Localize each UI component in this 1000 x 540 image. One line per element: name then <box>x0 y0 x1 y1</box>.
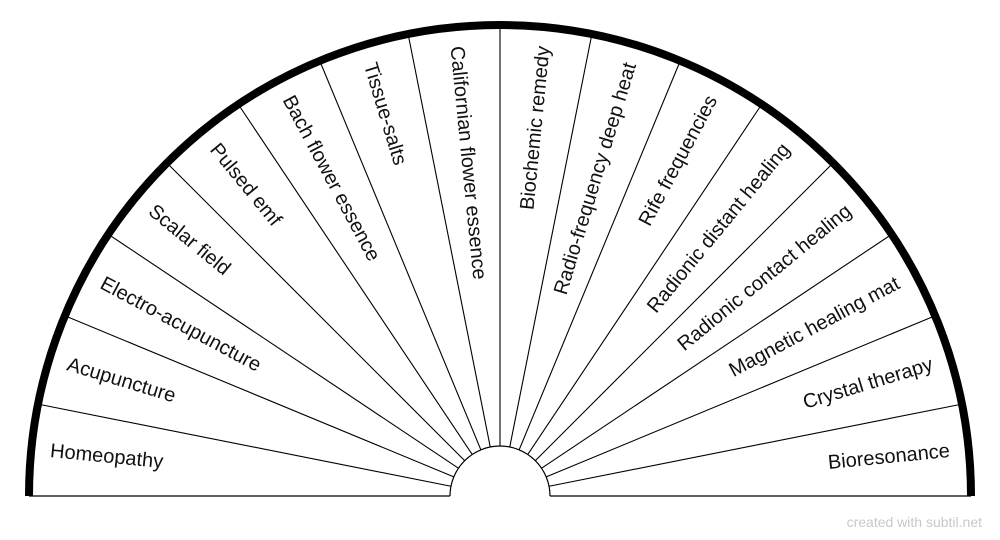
segment-divider <box>545 315 936 478</box>
segment-label: Rife frequencies <box>635 92 723 230</box>
segment-label: Scalar field <box>144 200 234 280</box>
segment-divider <box>108 233 459 469</box>
segment-label: Pulsed emf <box>205 139 286 231</box>
segment-divider <box>527 104 763 455</box>
segment-divider <box>548 403 963 487</box>
credit-text: created with subtil.net <box>846 514 982 530</box>
segment-label: Biochemic remedy <box>517 45 555 211</box>
center-hub-arc <box>449 445 551 497</box>
segment-divider <box>319 60 482 451</box>
segment-divider <box>509 33 593 448</box>
segment-label: Tissue-salts <box>359 60 411 168</box>
segment-label: Radionic contact healing <box>674 200 856 355</box>
segment-divider <box>237 104 473 455</box>
segment-label: Californian flower essence <box>445 45 490 281</box>
segment-divider <box>407 33 491 448</box>
segment-label: Bioresonance <box>827 440 951 474</box>
segment-dividers <box>37 25 963 487</box>
segment-divider <box>534 162 834 462</box>
segment-divider <box>541 233 892 469</box>
segment-label: Electro-acupuncture <box>97 273 265 377</box>
segment-divider <box>64 315 455 478</box>
segment-divider <box>166 162 466 462</box>
segment-divider <box>37 403 452 487</box>
segment-divider <box>518 60 681 451</box>
segment-label: Homeopathy <box>49 440 164 473</box>
outer-arc <box>25 21 975 497</box>
segment-label: Acupuncture <box>64 354 178 408</box>
